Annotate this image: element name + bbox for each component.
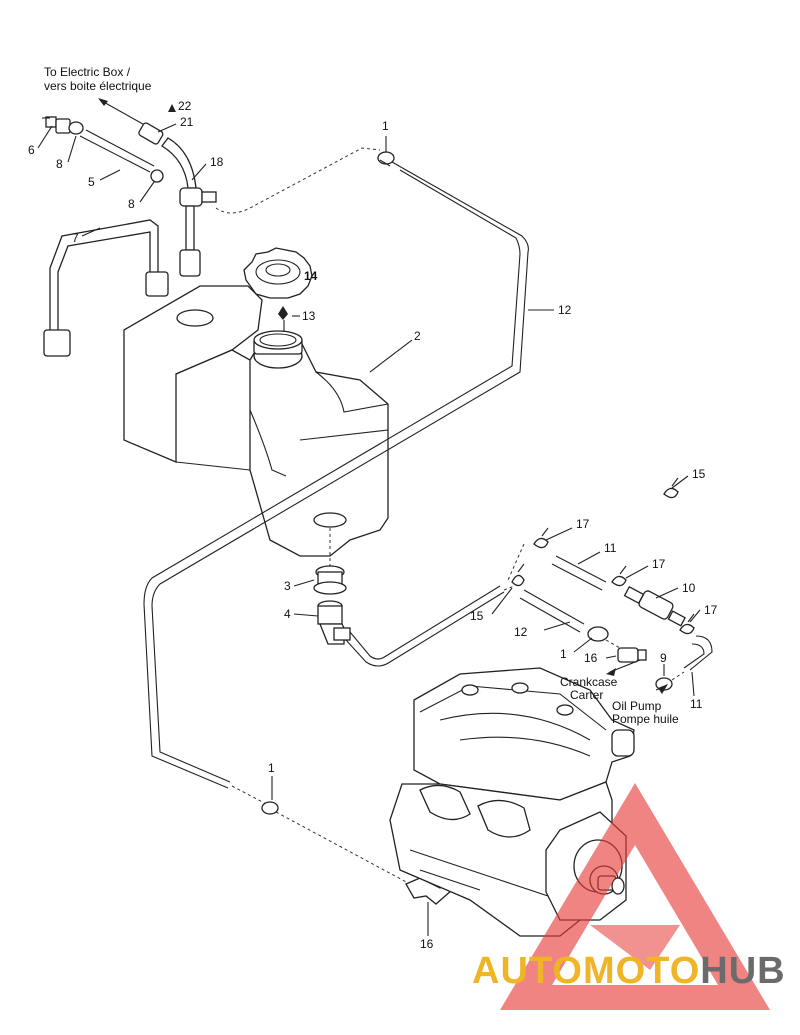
hose-5: [79, 129, 155, 173]
dash-line: [671, 671, 685, 681]
clip-17-c: [679, 613, 695, 635]
callout-2: 2: [414, 329, 421, 343]
grommet-3: [313, 565, 347, 595]
callout-1-bottom: 1: [268, 761, 275, 775]
clip-15-upper: [663, 477, 679, 499]
crankcase-fitting-16: [617, 647, 647, 663]
callout-8-upper: 8: [56, 157, 63, 171]
callout-9: 9: [660, 651, 667, 665]
dash-line: [507, 543, 525, 581]
connector-21: [138, 122, 164, 145]
callout-16-crankcase: 16: [584, 651, 598, 665]
clamp-8-upper: [68, 121, 84, 135]
hose-11-upper: [551, 555, 607, 591]
feed-hose-12: [345, 585, 585, 667]
clip-17-b: [611, 565, 627, 587]
clamp-1-bottom: [261, 801, 279, 815]
logo-text-automoto: AUTOMOTO: [472, 950, 701, 992]
callout-1-middle: 1: [560, 647, 567, 661]
callout-3: 3: [284, 579, 291, 593]
label-crankcase: Crankcase: [560, 675, 618, 689]
clamp-1-top: [377, 151, 395, 167]
oil-tank-2: [123, 285, 389, 557]
sensor-plug-6: [42, 116, 71, 134]
callout-7: 7: [72, 231, 79, 245]
tank-strap-7: [43, 219, 169, 357]
tee-fitting-18: [161, 137, 217, 277]
dash-line: [275, 811, 411, 885]
callout-21: 21: [180, 115, 194, 129]
callout-18: 18: [210, 155, 224, 169]
callout-11-lower: 11: [690, 697, 703, 711]
callout-17-b: 17: [652, 557, 666, 571]
label-vers-boite: vers boite électrique: [44, 79, 152, 93]
callout-8-lower: 8: [128, 197, 135, 211]
seal-icon-13: [278, 306, 288, 320]
automotohub-logo-triangle: [500, 783, 770, 1010]
vent-hose-12: [143, 147, 529, 789]
callout-16-bottom: 16: [420, 937, 434, 951]
callout-13: 13: [302, 309, 316, 323]
logo-text-hub: HUB: [700, 950, 786, 992]
callout-1-top: 1: [382, 119, 389, 133]
elbow-fitting-4: [317, 600, 351, 645]
callout-14: 14: [304, 269, 318, 283]
clamp-1-middle: [587, 626, 609, 642]
arrow-head: [606, 668, 616, 676]
clamp-8-lower: [150, 169, 164, 183]
callout-4: 4: [284, 607, 291, 621]
tank-cap-14: [243, 247, 313, 299]
clip-15-lower: [511, 563, 525, 587]
label-pompe-huile: Pompe huile: [612, 712, 679, 726]
label-carter: Carter: [570, 688, 603, 702]
callout-6: 6: [28, 143, 35, 157]
automotohub-logo-text: AUTOMOTOHUB: [472, 950, 786, 993]
label-oil-pump: Oil Pump: [612, 699, 662, 713]
arrow-head: [658, 684, 668, 694]
callout-10: 10: [682, 581, 696, 595]
callout-22: 22: [178, 99, 192, 113]
oil-filter-10: [623, 585, 686, 627]
callout-12-middle: 12: [514, 625, 528, 639]
callout-15-lower: 15: [470, 609, 484, 623]
callout-leaders: [37, 123, 701, 936]
clip-17-a: [533, 527, 549, 549]
dash-line: [605, 639, 621, 649]
hose-11-lower: [683, 635, 713, 671]
dash-line: [231, 785, 271, 807]
arrow-to-electric-box: [99, 99, 151, 129]
callout-12-top: 12: [558, 303, 572, 317]
drop-icon-22: [168, 104, 176, 112]
callout-5: 5: [88, 175, 95, 189]
callout-15-upper: 15: [692, 467, 706, 481]
label-to-electric-box: To Electric Box /: [44, 65, 131, 79]
callout-11-upper: 11: [604, 541, 617, 555]
callout-17-a: 17: [576, 517, 590, 531]
callout-17-c: 17: [704, 603, 718, 617]
arrow-head: [98, 98, 108, 106]
